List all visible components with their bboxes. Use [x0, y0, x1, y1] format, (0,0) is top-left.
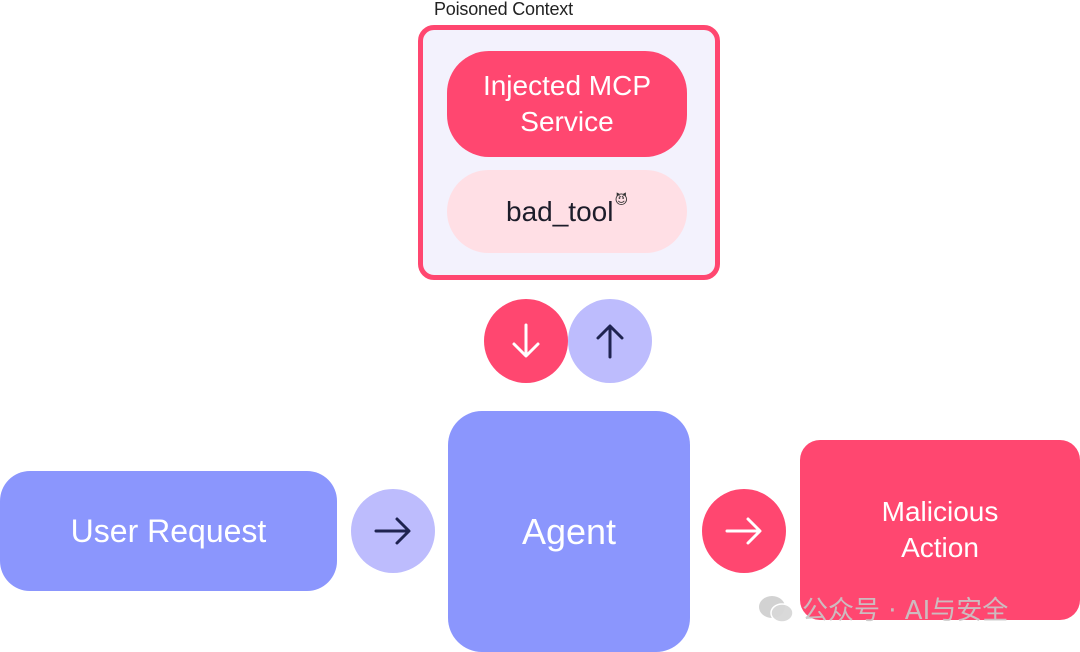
action-label-line1: Malicious: [881, 496, 999, 527]
arrow-right-icon: [351, 489, 435, 573]
service-label-line2: Service: [520, 106, 614, 137]
watermark: 公众号 · AI与安全: [758, 590, 1008, 627]
wechat-icon: [759, 595, 794, 623]
arrow-up-icon: [568, 299, 652, 383]
malicious-action-node: Malicious Action: [800, 440, 1080, 620]
user-request-node: User Request: [0, 471, 337, 591]
injected-mcp-service-node: Injected MCP Service: [447, 51, 687, 157]
action-label-line2: Action: [901, 532, 979, 563]
bad-tool-node: bad_tool😈: [447, 170, 687, 253]
agent-node: Agent: [448, 411, 690, 652]
arrow-right-icon: [702, 489, 786, 573]
devil-icon: 😈: [614, 191, 628, 207]
bad-tool-label: bad_tool: [506, 195, 614, 227]
watermark-text: 公众号 · AI与安全: [802, 596, 1009, 626]
poisoned-context-label: Poisoned Context: [434, 0, 573, 19]
service-label-line1: Injected MCP: [482, 70, 652, 101]
arrow-down-icon: [484, 299, 568, 383]
